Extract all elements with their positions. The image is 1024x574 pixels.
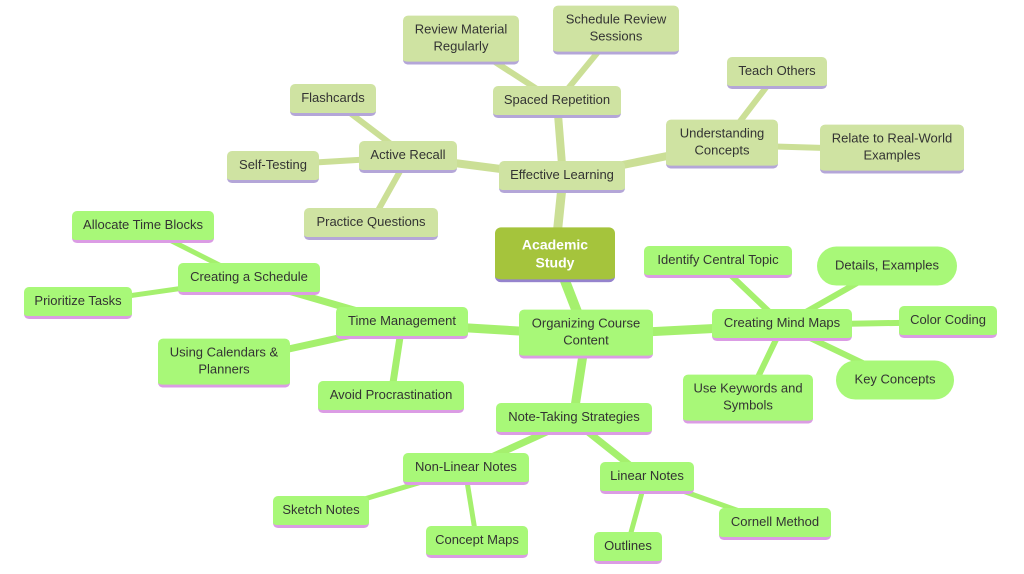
node-non-linear-notes[interactable]: Non-Linear Notes: [403, 453, 529, 485]
node-sketch-notes[interactable]: Sketch Notes: [273, 496, 369, 528]
node-prioritize-tasks[interactable]: Prioritize Tasks: [24, 287, 132, 319]
node-practice-questions[interactable]: Practice Questions: [304, 208, 438, 240]
node-key-concepts[interactable]: Key Concepts: [836, 360, 954, 400]
node-schedule-review-sessions[interactable]: Schedule Review Sessions: [553, 5, 679, 55]
node-flashcards[interactable]: Flashcards: [290, 84, 376, 116]
node-using-calendars-planners[interactable]: Using Calendars & Planners: [158, 338, 290, 388]
node-understanding-concepts[interactable]: Understanding Concepts: [666, 119, 778, 169]
node-identify-central-topic[interactable]: Identify Central Topic: [644, 246, 792, 278]
node-use-keywords-and-symbols[interactable]: Use Keywords and Symbols: [683, 374, 813, 424]
node-self-testing[interactable]: Self-Testing: [227, 151, 319, 183]
node-outlines[interactable]: Outlines: [594, 532, 662, 564]
node-active-recall[interactable]: Active Recall: [359, 141, 457, 173]
node-creating-a-schedule[interactable]: Creating a Schedule: [178, 263, 320, 295]
node-details-examples[interactable]: Details, Examples: [817, 246, 957, 286]
node-cornell-method[interactable]: Cornell Method: [719, 508, 831, 540]
node-review-material-regularly[interactable]: Review Material Regularly: [403, 15, 519, 65]
node-creating-mind-maps[interactable]: Creating Mind Maps: [712, 309, 852, 341]
node-color-coding[interactable]: Color Coding: [899, 306, 997, 338]
node-spaced-repetition[interactable]: Spaced Repetition: [493, 86, 621, 118]
node-note-taking-strategies[interactable]: Note-Taking Strategies: [496, 403, 652, 435]
node-teach-others[interactable]: Teach Others: [727, 57, 827, 89]
node-avoid-procrastination[interactable]: Avoid Procrastination: [318, 381, 464, 413]
node-time-management[interactable]: Time Management: [336, 307, 468, 339]
node-allocate-time-blocks[interactable]: Allocate Time Blocks: [72, 211, 214, 243]
node-organizing-course-content[interactable]: Organizing Course Content: [519, 309, 653, 359]
node-concept-maps[interactable]: Concept Maps: [426, 526, 528, 558]
node-academic-study[interactable]: Academic Study: [495, 227, 615, 283]
node-linear-notes[interactable]: Linear Notes: [600, 462, 694, 494]
node-relate-to-real-world-examples[interactable]: Relate to Real-World Examples: [820, 124, 964, 174]
node-effective-learning[interactable]: Effective Learning: [499, 161, 625, 193]
